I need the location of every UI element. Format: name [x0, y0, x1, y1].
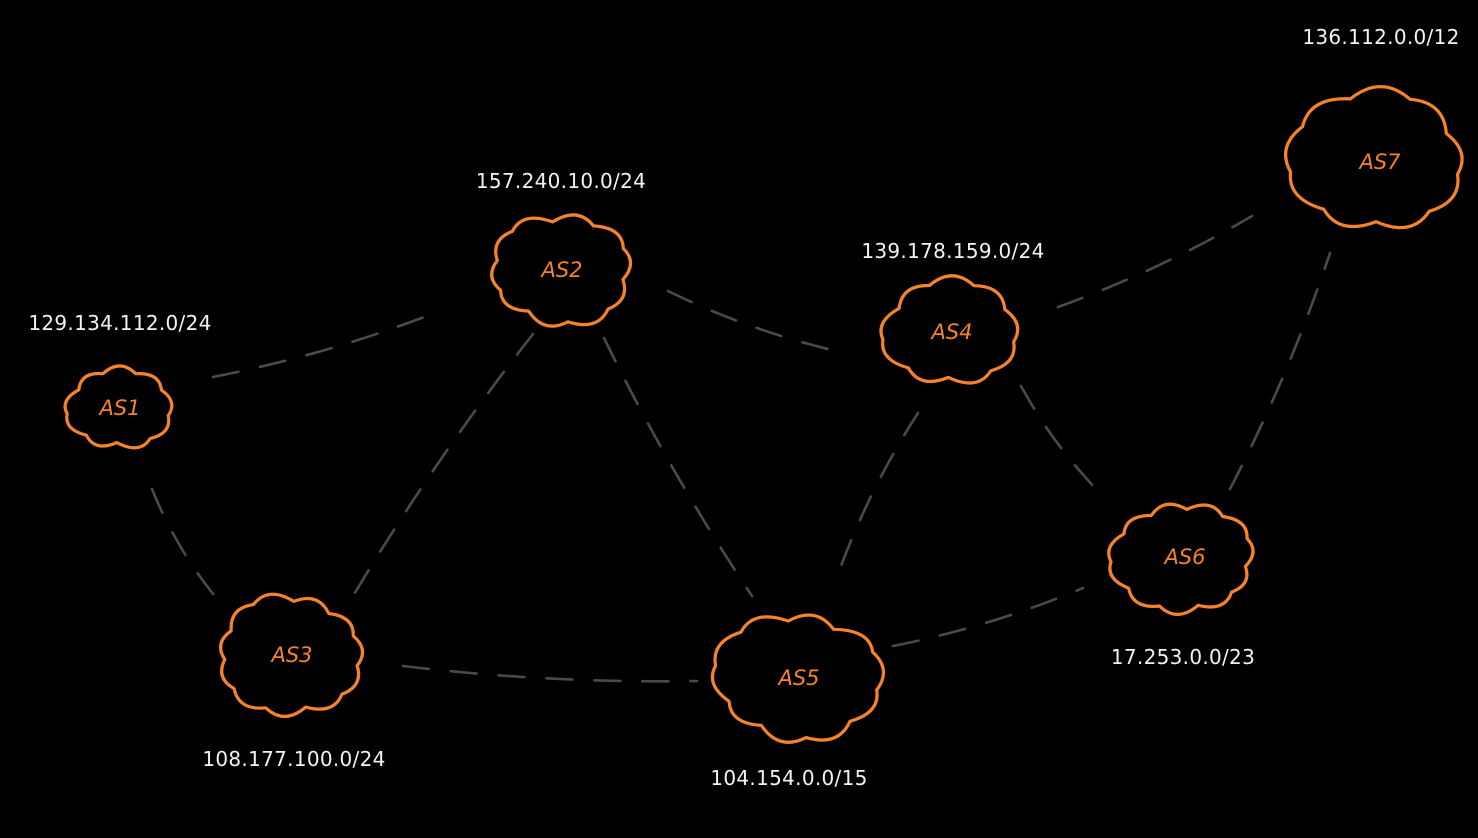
node-as1: AS1 129.134.112.0/24 — [28, 311, 211, 450]
cloud-as3-icon — [218, 592, 365, 718]
cloud-as5-icon — [710, 613, 885, 744]
prefix-label-as7: 136.112.0.0/12 — [1302, 25, 1459, 49]
link-as2-as5 — [602, 336, 754, 598]
prefix-label-as6: 17.253.0.0/23 — [1111, 645, 1255, 669]
prefix-label-as4: 139.178.159.0/24 — [861, 239, 1044, 263]
cloud-as4-icon — [879, 274, 1020, 385]
link-as2-as3 — [351, 332, 535, 598]
cloud-as2-icon — [490, 213, 633, 328]
link-as2-as4 — [666, 289, 838, 353]
link-as4-as7 — [1056, 214, 1254, 309]
link-as4-as5 — [836, 411, 920, 576]
node-as4: AS4 139.178.159.0/24 — [861, 239, 1044, 385]
prefix-label-as3: 108.177.100.0/24 — [202, 747, 385, 771]
node-as2: AS2 157.240.10.0/24 — [476, 169, 646, 328]
node-as7: AS7 136.112.0.0/12 — [1284, 25, 1464, 230]
cloud-as6-icon — [1107, 502, 1255, 616]
as-label-as5: AS5 — [776, 666, 819, 690]
link-as5-as6 — [891, 586, 1085, 648]
link-as4-as6 — [1019, 384, 1106, 499]
link-as3-as5 — [401, 664, 699, 683]
prefix-label-as2: 157.240.10.0/24 — [476, 169, 646, 193]
link-as6-as7 — [1228, 251, 1332, 491]
link-as1-as2 — [211, 312, 434, 379]
prefix-label-as5: 104.154.0.0/15 — [710, 766, 867, 790]
as-label-as4: AS4 — [929, 320, 972, 344]
link-as1-as3 — [150, 487, 220, 602]
as-label-as7: AS7 — [1357, 150, 1401, 174]
links-layer — [150, 214, 1332, 683]
as-label-as3: AS3 — [269, 643, 312, 667]
nodes-layer: AS1 129.134.112.0/24 AS2 157.240.10.0/24AS3… — [28, 25, 1464, 790]
node-as5: AS5 104.154.0.0/15 — [710, 613, 885, 790]
as-label-as2: AS2 — [539, 258, 582, 282]
as-label-as6: AS6 — [1162, 545, 1205, 569]
as-label-as1: AS1 — [97, 396, 140, 420]
prefix-label-as1: 129.134.112.0/24 — [28, 311, 211, 335]
node-as6: AS6 17.253.0.0/23 — [1107, 502, 1255, 669]
cloud-as7-icon — [1284, 85, 1464, 230]
cloud-as1-icon — [63, 364, 174, 450]
node-as3: AS3 108.177.100.0/24 — [202, 592, 385, 771]
